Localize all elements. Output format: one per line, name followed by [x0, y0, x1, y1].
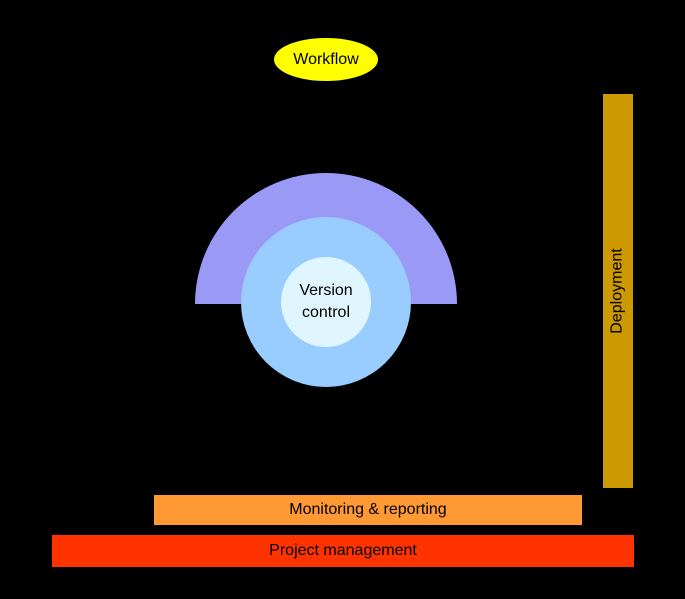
workflow-label: Workflow	[293, 50, 359, 68]
project-management-bar: Project management	[52, 535, 634, 567]
version-control-node: Version control	[281, 257, 371, 347]
workflow-node: Workflow	[274, 38, 378, 81]
project-management-label: Project management	[269, 542, 417, 559]
monitoring-reporting-label: Monitoring & reporting	[289, 501, 447, 518]
monitoring-reporting-bar: Monitoring & reporting	[154, 495, 582, 525]
deployment-label: Deployment	[609, 248, 626, 334]
deployment-bar: Deployment	[603, 94, 633, 488]
version-control-label: Version control	[299, 282, 353, 321]
